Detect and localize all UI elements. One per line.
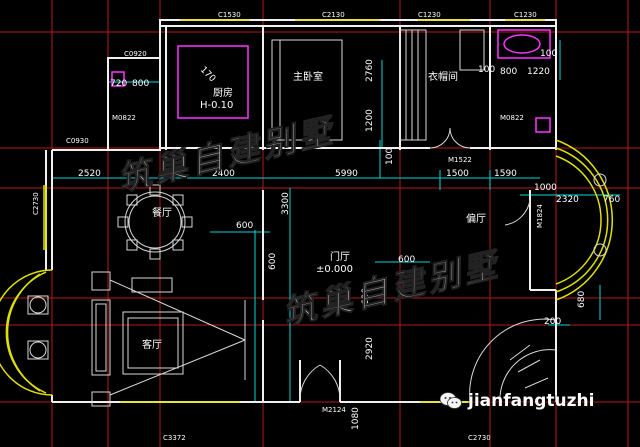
label-cloakroom: 衣帽间 <box>428 70 458 83</box>
sofa-left <box>91 299 111 376</box>
dim-label: 2520 <box>78 169 101 179</box>
dim-label: 600 <box>361 288 371 305</box>
brand-name: jianfangtuzhi <box>468 391 595 411</box>
window-tag: C0930 <box>66 137 89 145</box>
label-foyer: 门厅 <box>330 250 350 263</box>
dim-label: 600 <box>236 221 253 231</box>
dimension-lines <box>52 40 620 402</box>
label-kitchen-level: H-0.10 <box>200 100 233 111</box>
window-tag: C0920 <box>124 50 147 58</box>
door-tag: M1522 <box>448 156 472 164</box>
dim-label: 800 <box>500 67 517 77</box>
dim-label: 600 <box>398 255 415 265</box>
label-dining: 餐厅 <box>152 206 172 219</box>
dim-label: 760 <box>603 195 620 205</box>
dim-label: 720 <box>110 79 127 89</box>
dim-label: 2920 <box>365 337 375 360</box>
dim-label: 680 <box>577 291 587 308</box>
door-tag: M0822 <box>112 114 136 122</box>
label-lounge: 偏厅 <box>466 212 486 225</box>
dim-label: 200 <box>544 317 561 327</box>
label-living: 客厅 <box>142 338 162 351</box>
dim-label: 1590 <box>494 169 517 179</box>
armchair-bottom <box>91 391 111 407</box>
window-tag: C3372 <box>163 434 186 442</box>
coffee-table <box>127 317 179 369</box>
dim-label: 1200 <box>365 109 375 132</box>
dim-label: 600 <box>268 253 278 270</box>
label-master-bedroom: 主卧室 <box>293 70 323 83</box>
window-tag: C2130 <box>322 11 345 19</box>
dim-label: 100 <box>385 148 395 165</box>
label-foyer-level: ±0.000 <box>316 264 353 275</box>
dim-label: 2400 <box>212 169 235 179</box>
brand-badge: jianfangtuzhi <box>439 388 595 414</box>
fixtures <box>111 29 551 133</box>
dim-label: 800 <box>132 79 149 89</box>
armchair-top <box>91 271 111 291</box>
window-tag: C2730 <box>32 192 40 215</box>
dim-label: 1220 <box>527 67 550 77</box>
door-tag: M2124 <box>322 406 346 414</box>
dim-label: 1000 <box>534 183 557 193</box>
dim-label: 100 <box>540 49 557 59</box>
dim-label: 1500 <box>446 169 469 179</box>
window-tag: C1230 <box>514 11 537 19</box>
dim-label: 100 <box>478 65 495 75</box>
door-tag: M0822 <box>500 114 524 122</box>
dim-label: 3300 <box>281 192 291 215</box>
dim-label: 170 <box>198 65 217 84</box>
label-kitchen: 厨房 <box>213 86 233 99</box>
dining-table <box>124 191 186 253</box>
door-tag: M1824 <box>536 204 544 228</box>
dim-label: 2760 <box>365 59 375 82</box>
dim-label: 1080 <box>351 407 361 430</box>
window-tag: C2730 <box>468 434 491 442</box>
furniture <box>27 29 607 407</box>
window-tag: C1230 <box>418 11 441 19</box>
window-tag: C1530 <box>218 11 241 19</box>
dim-label: 2320 <box>556 195 579 205</box>
windows <box>0 19 614 403</box>
dim-label: 5990 <box>335 169 358 179</box>
wechat-icon <box>439 392 462 410</box>
